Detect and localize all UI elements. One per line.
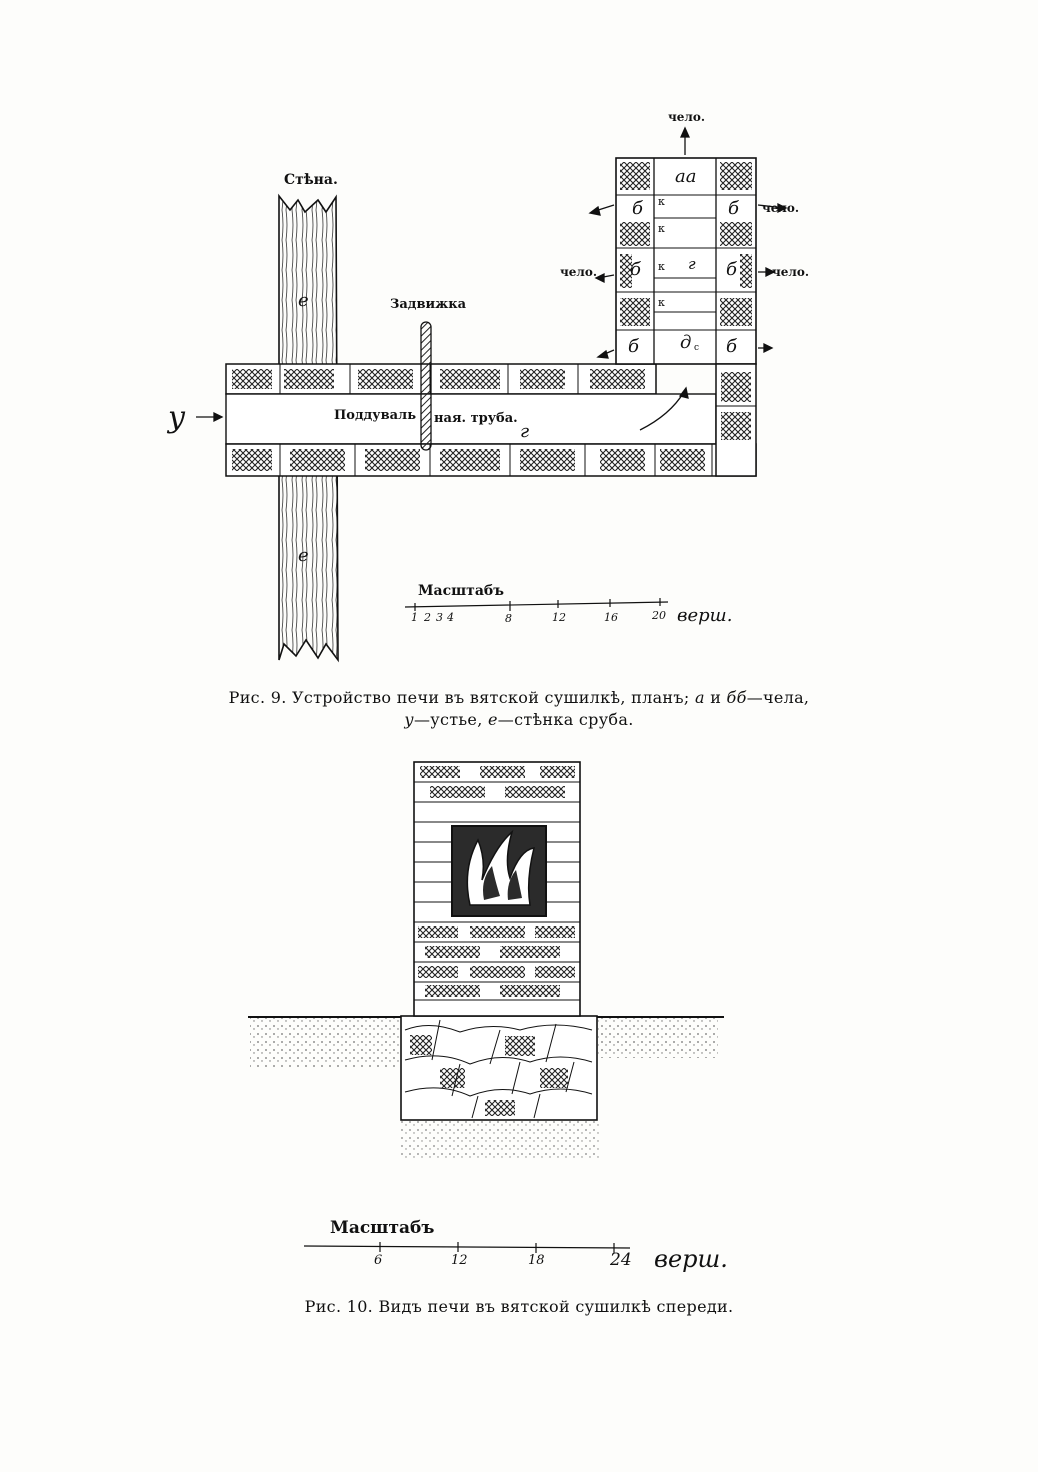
fig9-drawing <box>196 126 788 663</box>
left-chelo-label: чело. <box>560 265 598 279</box>
cell-b-left-1: б <box>632 198 643 219</box>
fig9-tick-12: 12 <box>552 611 566 624</box>
right-lower-chelo-label: чело. <box>772 265 810 279</box>
fig10-caption: Рис. 10. Видъ печи въ вятской сушилкѣ сп… <box>304 1297 734 1316</box>
fig9-caption-u: у <box>404 710 414 729</box>
fig10-scale-title: Масштабъ <box>330 1218 435 1238</box>
cell-b-right-3: б <box>726 336 737 357</box>
fig9-scale-bar <box>404 598 669 611</box>
cell-k-2: к <box>658 222 665 235</box>
wall-label: Стѣна. <box>284 172 338 188</box>
fig9-tick-8: 8 <box>505 612 512 625</box>
fig9-caption-line2: у—устье, е—стѣнка сруба. <box>0 710 1038 729</box>
cell-k-1: к <box>658 195 665 208</box>
cell-b-right-1: б <box>728 198 739 219</box>
flue-top-bricks <box>225 363 657 395</box>
fig9-scale-title: Масштабъ <box>418 583 504 599</box>
cell-b-left-3: б <box>628 336 639 357</box>
fig9-tick-20: 20 <box>652 609 666 622</box>
fig10-tick-6: 6 <box>374 1253 383 1268</box>
fig9-caption-bb: бб <box>726 688 747 707</box>
stone-foundation <box>400 1015 598 1121</box>
cell-a-label: аа <box>675 166 697 187</box>
tube-label-part1: Поддуваль <box>334 408 417 423</box>
mark-g: г <box>520 421 530 442</box>
fig9-tick-16: 16 <box>604 611 618 624</box>
cell-k-4: к <box>658 296 665 309</box>
furnace-plan <box>615 157 757 477</box>
tube-label-part2: ная. труба. <box>434 411 518 426</box>
damper-rod <box>420 321 432 451</box>
fig9-caption-line1: Рис. 9. Устройство печи въ вятской сушил… <box>0 688 1038 707</box>
fig10-tick-18: 18 <box>528 1253 545 1268</box>
flue-bottom-bricks <box>225 443 757 477</box>
fig9-caption-and: и <box>710 688 722 707</box>
fig9-caption-mid: —устье, <box>414 710 483 729</box>
fig10-scale-bar <box>303 1242 631 1253</box>
cell-small: с <box>694 343 700 353</box>
fig9-caption-tail: —чела, <box>746 688 810 707</box>
fig9-tick-3: 3 <box>436 611 443 624</box>
cell-d: д <box>680 332 692 353</box>
fig9-caption-main: Рис. 9. Устройство печи въ вятской сушил… <box>228 688 690 707</box>
right-upper-chelo-label: чело. <box>762 201 800 215</box>
fig9-caption-tail2: —стѣнка сруба. <box>497 710 634 729</box>
fig9-caption-e: е <box>487 710 498 729</box>
flue-channel <box>225 393 717 445</box>
fig10-scale-unit: верш. <box>654 1245 728 1273</box>
damper-label: Задвижка <box>390 297 467 312</box>
arrows <box>196 126 788 431</box>
fig9-tick-1: 1 <box>411 611 418 624</box>
top-chelo-label: чело. <box>668 110 706 124</box>
stove-body <box>413 761 581 1017</box>
firebox <box>451 825 547 917</box>
cell-g: г <box>688 255 696 273</box>
fig10-tick-24: 24 <box>610 1250 632 1270</box>
ground <box>248 1016 724 1160</box>
cell-b-left-2: б <box>630 259 641 280</box>
cell-k-3: к <box>658 260 665 273</box>
mark-e-lower: е <box>298 545 309 566</box>
fig9-tick-4: 4 <box>447 611 454 624</box>
fig10-tick-12: 12 <box>451 1253 468 1268</box>
fig9-caption-a: а <box>694 688 705 707</box>
cell-b-right-2: б <box>726 259 737 280</box>
fig9-scale-unit: верш. <box>677 605 733 626</box>
fig9-tick-2: 2 <box>424 611 431 624</box>
mark-u: у <box>168 400 186 435</box>
mark-e-upper: е <box>298 290 309 311</box>
